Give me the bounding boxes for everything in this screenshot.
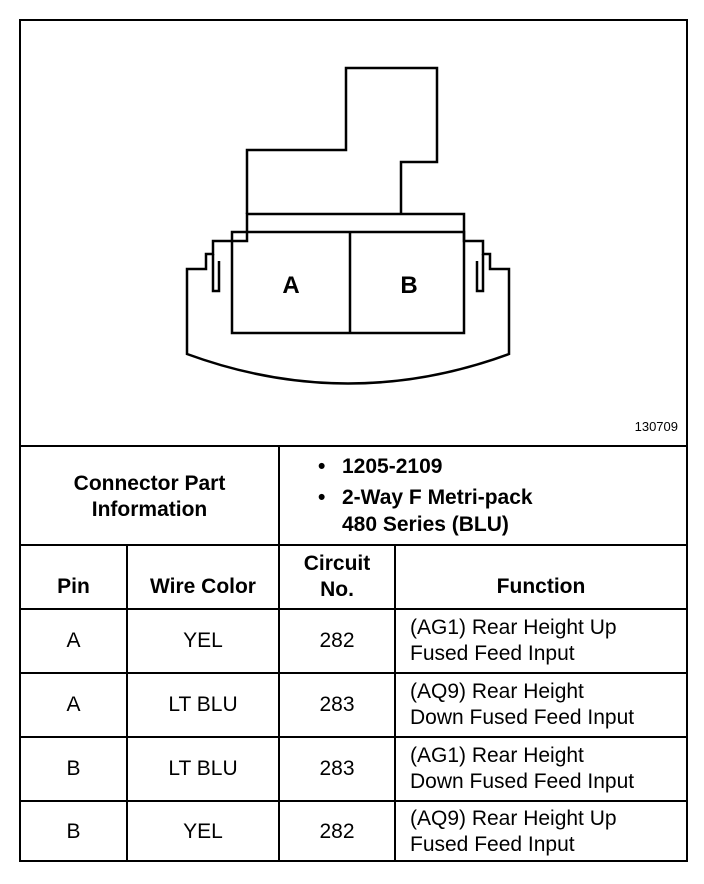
connector-info-label: Connector Part Information — [21, 447, 278, 546]
row1-wire-color: YEL — [183, 629, 223, 652]
header-pin: Pin — [57, 575, 90, 598]
row4-pin: B — [66, 820, 81, 843]
row2-circuit: 283 — [319, 693, 355, 716]
connector-drawing: A B — [185, 66, 511, 385]
row1-circuit: 282 — [319, 629, 355, 652]
row2-pin: A — [66, 693, 81, 716]
connector-body — [185, 212, 511, 385]
bullet-icon: • — [318, 455, 326, 478]
row1-function-line1: (AG1) Rear Height Up — [410, 616, 617, 639]
divider — [21, 608, 686, 610]
connector-info-item: • 1205-2109 — [318, 453, 533, 480]
row2-function-line1: (AQ9) Rear Height — [410, 680, 584, 703]
row2-function: (AQ9) Rear Height Down Fused Feed Input — [396, 674, 686, 736]
header-wire-color: Wire Color — [150, 575, 256, 598]
header-function: Function — [496, 575, 586, 598]
row4-function-line2: Fused Feed Input — [410, 833, 575, 856]
row3-function-line2: Down Fused Feed Input — [410, 770, 635, 793]
connector-info-label-line2: Information — [91, 497, 208, 521]
row3-function-line1: (AG1) Rear Height — [410, 744, 584, 767]
row3-pin: B — [66, 757, 81, 780]
row2-wire-color: LT BLU — [168, 693, 238, 716]
figure-number: 130709 — [634, 419, 678, 434]
divider — [21, 672, 686, 674]
divider — [278, 445, 280, 546]
divider — [21, 544, 686, 546]
divider — [21, 736, 686, 738]
connector-diagram: A B 130709 — [21, 21, 686, 445]
divider — [394, 544, 396, 862]
header-circuit: Circuit No. — [280, 546, 394, 608]
cavity-block — [230, 230, 466, 335]
cavity-label-b: B — [400, 272, 417, 299]
row1-pin: A — [66, 629, 81, 652]
row4-wire-color: YEL — [183, 820, 223, 843]
row3-circuit: 283 — [319, 757, 355, 780]
row4-function: (AQ9) Rear Height Up Fused Feed Input — [396, 802, 686, 862]
header-circuit-line1: Circuit — [303, 552, 371, 575]
connector-sheet: A B 130709 Connector Part Information • … — [19, 19, 688, 862]
connector-series: 480 Series (BLU) — [342, 513, 509, 536]
connector-info-label-line1: Connector Part — [73, 471, 226, 495]
row2-function-line2: Down Fused Feed Input — [410, 706, 635, 729]
connector-type: 2-Way F Metri-pack — [342, 486, 533, 509]
row1-function: (AG1) Rear Height Up Fused Feed Input — [396, 610, 686, 672]
connector-latch — [245, 66, 439, 214]
divider — [278, 544, 280, 862]
header-circuit-line2: No. — [320, 578, 354, 601]
right-lock-arm — [475, 254, 485, 293]
bullet-icon: • — [318, 486, 326, 509]
part-number: 1205-2109 — [342, 455, 443, 478]
divider — [21, 800, 686, 802]
connector-info-item: • 2-Way F Metri-pack 480 Series (BLU) — [318, 484, 533, 538]
cavity-label-a: A — [282, 272, 299, 299]
connector-info-list: • 1205-2109 • 2-Way F Metri-pack 480 Ser… — [318, 453, 533, 538]
left-lock-arm — [211, 254, 221, 293]
row3-wire-color: LT BLU — [168, 757, 238, 780]
divider — [21, 445, 686, 447]
row1-function-line2: Fused Feed Input — [410, 642, 575, 665]
row4-circuit: 282 — [319, 820, 355, 843]
row4-function-line1: (AQ9) Rear Height Up — [410, 807, 617, 830]
divider — [126, 544, 128, 862]
row3-function: (AG1) Rear Height Down Fused Feed Input — [396, 738, 686, 800]
